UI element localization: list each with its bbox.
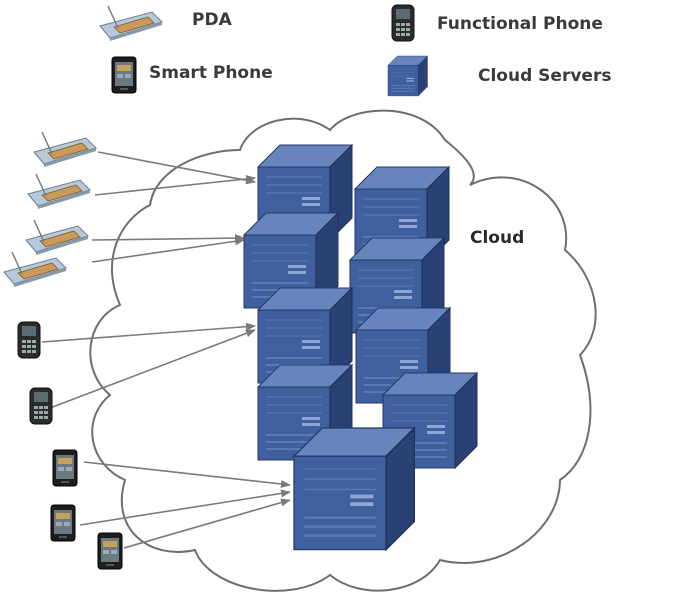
arrow-pda-1 xyxy=(97,151,256,185)
legend-pda-icon xyxy=(99,5,163,42)
arrow-sphone-2 xyxy=(79,489,291,526)
smart-phone-icon xyxy=(97,532,123,570)
pda-icon xyxy=(3,251,67,288)
arrow-fphone-2 xyxy=(49,329,256,409)
pda-icon xyxy=(27,173,91,210)
arrow-fphone-1 xyxy=(41,322,256,343)
arrow-sphone-1 xyxy=(83,461,291,488)
arrow-pda-4 xyxy=(91,237,245,263)
cloud-outline xyxy=(89,109,597,592)
functional-phone-icon xyxy=(29,387,53,425)
arrow-pda-2 xyxy=(94,174,256,196)
legend-cloud-servers-label: Cloud Servers xyxy=(478,66,612,86)
legend-pda-label: PDA xyxy=(192,10,232,30)
smart-phone-icon xyxy=(52,449,78,487)
main-server-icon xyxy=(292,426,416,551)
legend-smart-phone-icon xyxy=(111,56,137,94)
functional-phone-icon xyxy=(17,321,41,359)
pda-icon xyxy=(25,219,89,256)
arrow-sphone-3 xyxy=(123,498,291,549)
legend-smart-phone-label: Smart Phone xyxy=(149,63,273,83)
cloud-label: Cloud xyxy=(470,228,525,248)
legend-functional-phone-icon xyxy=(391,4,415,42)
smart-phone-icon xyxy=(50,504,76,542)
legend-functional-phone-label: Functional Phone xyxy=(437,14,603,34)
pda-icon xyxy=(33,131,97,168)
arrow-pda-3 xyxy=(91,234,245,243)
legend-cloud-servers-icon xyxy=(387,55,428,97)
connector-arrows xyxy=(41,151,291,549)
